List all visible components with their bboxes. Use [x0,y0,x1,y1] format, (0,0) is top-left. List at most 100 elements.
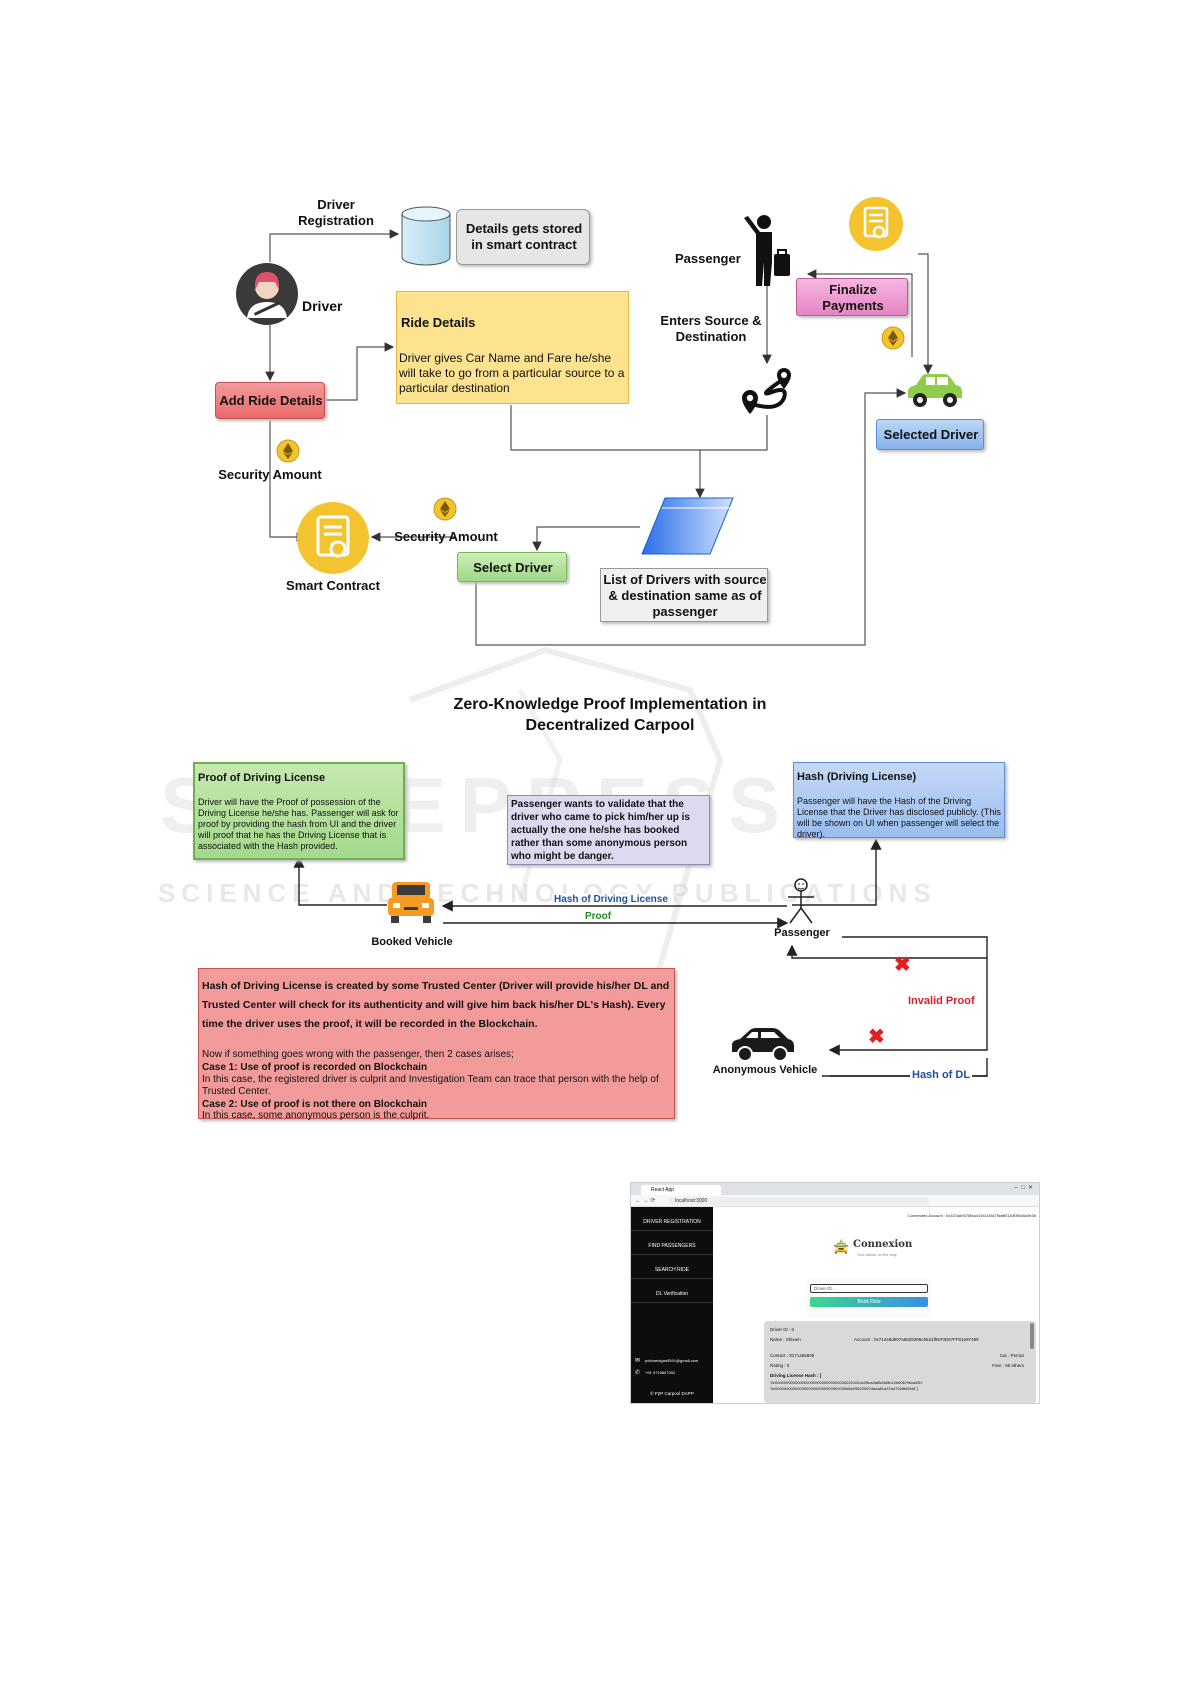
case2-title: Case 2: Use of proof is not there on Blo… [202,1099,428,1110]
driver-rating-value: Rating : 0 [770,1363,790,1368]
driver-registration-label: Driver Registration [298,197,374,228]
dl-hash-label: Driving License Hash : [ [770,1373,822,1378]
hash-license-title: Hash (Driving License) [797,771,917,783]
ride-details-body: Driver gives Car Name and Fare he/she wi… [399,351,625,395]
add-ride-details-box: Add Ride Details [215,382,325,419]
app-screenshot: React App – □ ✕ ← → ⟳ localhost:3000 DRI… [630,1182,1040,1404]
case1-title: Case 1: Use of proof is recorded on Bloc… [202,1062,428,1073]
case1-body: In this case, the registered driver is c… [202,1074,659,1097]
book-ride-button[interactable]: Book Ride [810,1297,928,1307]
window-controls[interactable]: – □ ✕ [1014,1185,1033,1191]
proof-of-license-box: Proof of Driving License Driver will hav… [193,762,405,860]
database-icon [401,206,451,266]
watermark-small: SCIENCE AND TECHNOLOGY PUBLICATIONS [158,878,937,908]
driver-avatar-icon [236,263,298,325]
car-icon [908,374,962,407]
driver-name-value: Name : Shivam [770,1337,801,1342]
phone-icon: ✆ [635,1370,641,1376]
app-sidebar: DRIVER REGISTRATION FIND PASSENGERS SEAR… [631,1207,713,1403]
smart-contract-icon [297,502,369,574]
hash-license-box: Hash (Driving License) Passenger will ha… [793,762,1005,839]
ethereum-coin-icon [881,326,905,350]
booked-vehicle-label: Booked Vehicle [371,936,453,948]
finalize-payments-label: Finalize Payments [822,282,884,313]
case2-body: In this case, some anonymous person is t… [202,1110,430,1121]
details-stored-label: Details gets stored in smart contract [465,221,583,252]
anonymous-vehicle-label: Anonymous Vehicle [712,1064,818,1076]
browser-address-bar: ← → ⟳ localhost:3000 [631,1195,1039,1207]
trusted-center-box: Hash of Driving License is created by so… [198,968,675,1121]
driver-car-value: Car : Ferrari [999,1353,1024,1358]
driver-id-value: Driver ID : 0 [770,1327,795,1332]
driver-fare-value: Fare : 50 ethers [992,1363,1024,1368]
nav-buttons[interactable]: ← → ⟳ [635,1198,656,1204]
driver-account-value: Account : 0x71448d697a6828366c6521f5570D… [854,1337,979,1342]
security-amount-mid-label: Security Amount [394,529,498,544]
app-logo-name: Connexion [853,1239,913,1250]
select-driver-label: Select Driver [473,560,553,575]
hash-of-dl-arrow-label: Hash of Driving License [552,894,670,905]
sidebar-item-find-passengers[interactable]: FIND PASSENGERS [631,1237,713,1255]
selected-driver-box: Selected Driver [876,419,984,450]
diagram1-connectors [265,229,933,646]
ethereum-coin-icon [433,497,457,521]
validate-driver-text: Passenger wants to validate that the dri… [511,799,690,862]
selected-driver-label: Selected Driver [883,427,979,442]
driver-id-input[interactable]: Driver ID ... [810,1284,928,1293]
hash-license-body: Passenger will have the Hash of the Driv… [797,796,1001,839]
passenger-stick-label: Passenger [774,927,830,939]
invalid-cross-icon: ✖ [868,1026,885,1048]
map-route-icon [742,368,791,414]
sidebar-email: pdcharnigan5591@gmail.com [645,1358,699,1363]
url-text: localhost:3000 [675,1198,708,1204]
list-of-drivers-label: List of Drivers with source & destinatio… [603,572,767,619]
enters-source-label: Enters Source & Destination [660,313,762,344]
cases-intro-text: Now if something goes wrong with the pas… [202,1049,514,1060]
tab-title: React App [651,1187,675,1193]
payment-badge-icon [849,197,903,251]
proof-of-license-body: Driver will have the Proof of possession… [198,797,399,851]
browser-tab[interactable]: React App [641,1185,721,1195]
validate-driver-box: Passenger wants to validate that the dri… [507,795,710,865]
smart-contract-label: Smart Contract [286,578,380,593]
details-stored-box: Details gets stored in smart contract [456,209,590,265]
connected-account: Connected Account : 0x337ad9475f4a415411… [908,1213,1036,1218]
invalid-proof-label: Invalid Proof [906,995,977,1007]
proof-arrow-label: Proof [583,911,614,922]
driver-label: Driver [302,298,343,314]
driver-contact-value: Contact : 8171456605 [770,1353,815,1358]
passenger-label: Passenger [675,251,741,266]
url-field[interactable]: localhost:3000 [669,1197,929,1205]
passenger-icon [744,215,790,286]
browser-tab-bar: React App – □ ✕ [631,1183,1039,1195]
email-icon: ✉ [635,1358,641,1364]
card-scrollbar[interactable] [1030,1323,1034,1349]
proof-of-license-title: Proof of Driving License [198,772,326,784]
sidebar-phone: +91 9719807002 [645,1370,676,1375]
dl-hash-line-1: '0x0000000000000000000000000000000002210… [770,1380,924,1385]
invalid-cross-icon: ✖ [894,954,911,976]
passenger-stick-icon [788,878,814,924]
dl-hash-line-2: '0x00000000000000000000000000000000d8e09… [770,1386,919,1391]
app-logo-tagline: One article on the way [857,1252,897,1257]
finalize-payments-box: Finalize Payments [796,278,908,316]
diagram2-title: Zero-Knowledge Proof Implementation in D… [453,696,767,734]
security-amount-left-label: Security Amount [218,467,322,482]
driver-id-placeholder: Driver ID ... [814,1286,837,1291]
add-ride-details-label: Add Ride Details [219,393,323,408]
trusted-center-bold-text: Hash of Driving License is created by so… [202,980,670,1030]
anonymous-vehicle-icon [732,1028,794,1062]
ethereum-coin-icon [276,439,300,463]
ride-details-box: Ride Details Driver gives Car Name and F… [396,291,629,404]
book-ride-panel: Driver ID ... Book Ride [807,1279,931,1317]
sidebar-item-driver-registration[interactable]: DRIVER REGISTRATION [631,1213,713,1231]
select-driver-box: Select Driver [457,552,567,582]
list-of-drivers-box: List of Drivers with source & destinatio… [600,568,768,622]
ride-details-title: Ride Details [401,315,476,330]
sidebar-item-search-ride[interactable]: SEARCH RIDE [631,1261,713,1279]
list-icon [641,497,734,555]
booked-vehicle-icon [388,882,434,923]
sidebar-footer: © P2P Carpool DAPP [650,1391,694,1396]
sidebar-item-dl-verification[interactable]: DL Verification [631,1285,713,1303]
hash-of-dl-label: Hash of DL [910,1069,973,1081]
